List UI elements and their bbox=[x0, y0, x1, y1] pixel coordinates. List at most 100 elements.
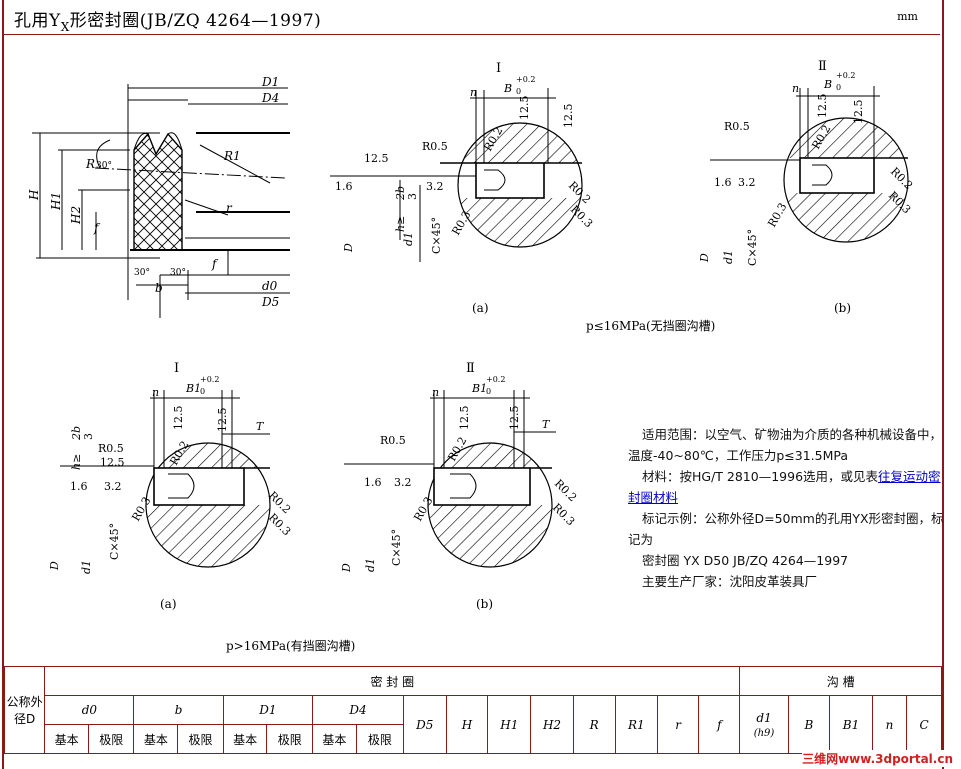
label-rough125-c2: 12.5 bbox=[172, 406, 185, 431]
label-tol0-a: 0 bbox=[516, 87, 521, 96]
title-subscript: X bbox=[60, 20, 70, 34]
col-d1: d1 (h9) bbox=[739, 695, 789, 754]
label-f-left: f bbox=[93, 221, 101, 235]
label-f-right: f bbox=[211, 257, 219, 271]
col-b-basic: 基本 bbox=[133, 724, 179, 754]
col-B1: B1 bbox=[829, 695, 873, 754]
label-section-ii-top: Ⅱ bbox=[818, 59, 827, 74]
label-d1-d: d1 bbox=[364, 558, 377, 572]
label-rough125-a3: 12.5 bbox=[562, 104, 575, 129]
label-chamfer-c: C×45° bbox=[108, 523, 121, 560]
info-mark-code: 密封圈 YX D50 JB/ZQ 4264—1997 bbox=[642, 553, 849, 568]
label-angle-top: 30° bbox=[96, 161, 112, 171]
label-r02-d2: R0.2 bbox=[552, 477, 579, 504]
label-D-b: D bbox=[698, 253, 711, 263]
watermark: 三维网www.3dportal.cn bbox=[802, 750, 953, 767]
col-f: f bbox=[698, 695, 741, 754]
label-d1-a: d1 bbox=[402, 232, 415, 246]
label-r05-a: R0.5 bbox=[422, 140, 448, 153]
label-n-b: n bbox=[792, 82, 799, 95]
label-R: R bbox=[85, 157, 95, 171]
info-material-text: 材料：按HG/T 2810—1996选用，或见表 bbox=[642, 469, 879, 484]
label-r02-b2: R0.2 bbox=[888, 165, 915, 192]
label-tol-a: +0.2 bbox=[516, 75, 535, 84]
info-material: 材料：按HG/T 2810—1996选用，或见表往复运动密封圈材料 bbox=[628, 466, 946, 508]
col-d0-basic: 基本 bbox=[44, 724, 89, 754]
label-rough16-b: 1.6 bbox=[714, 176, 732, 189]
label-tol-d: +0.2 bbox=[486, 375, 505, 384]
seal-main-labels: D1 D4 d0 D5 H H1 H2 R R1 r f f b 30° 30°… bbox=[27, 75, 279, 309]
label-2b-c: 2b bbox=[70, 426, 83, 441]
label-d1-c: d1 bbox=[80, 560, 93, 574]
label-rough32-a: 3.2 bbox=[426, 180, 444, 193]
label-angle-bl: 30° bbox=[134, 268, 150, 278]
col-H2: H2 bbox=[530, 695, 574, 754]
col-D4: D4 bbox=[311, 695, 405, 725]
label-tol-b: +0.2 bbox=[836, 71, 855, 80]
label-r03-d: R0.3 bbox=[550, 501, 577, 528]
label-angle-br: 30° bbox=[170, 268, 186, 278]
label-section-i-bottom: Ⅰ bbox=[174, 361, 179, 376]
label-rough125-a: 12.5 bbox=[364, 152, 389, 165]
label-b: b bbox=[155, 281, 163, 295]
label-tol0-c: 0 bbox=[200, 387, 205, 396]
label-B1-c: B1 bbox=[185, 382, 201, 395]
label-3-c: 3 bbox=[82, 433, 95, 440]
col-R: R bbox=[572, 695, 616, 754]
label-chamfer-d: C×45° bbox=[390, 529, 403, 566]
label-rough125-b: 12.5 bbox=[816, 94, 829, 119]
label-section-i-top: Ⅰ bbox=[496, 61, 501, 76]
material-table-link[interactable]: 往复运动密封圈材料 bbox=[628, 469, 941, 505]
label-rough125-d: 12.5 bbox=[458, 406, 471, 431]
detail-top-a-labels: Ⅰ n B +0.2 0 R0.5 R0.2 R0.2 R0.3 R0.3 12… bbox=[335, 61, 595, 315]
label-R1: R1 bbox=[223, 149, 241, 163]
label-rough32-c: 3.2 bbox=[104, 480, 122, 493]
label-B1-d: B1 bbox=[471, 382, 487, 395]
col-D4-basic: 基本 bbox=[311, 724, 357, 754]
label-r05-d: R0.5 bbox=[380, 434, 406, 447]
label-rough125-c: 12.5 bbox=[100, 456, 125, 469]
caption-high-pressure: p>16MPa(有挡圈沟槽) bbox=[226, 639, 355, 653]
technical-drawing: D1 D4 d0 D5 H H1 H2 R R1 r f f b 30° 30°… bbox=[27, 59, 915, 653]
col-D5: D5 bbox=[403, 695, 447, 754]
label-B-b: B bbox=[823, 78, 832, 91]
col-b: b bbox=[133, 695, 224, 725]
title-main: 孔用Y bbox=[14, 11, 61, 31]
label-rough125-c3: 12.5 bbox=[216, 408, 229, 433]
label-3-a: 3 bbox=[406, 193, 419, 200]
label-b-top: (b) bbox=[834, 301, 851, 315]
label-r05-c: R0.5 bbox=[98, 442, 124, 455]
group-seal: 密 封 圈 bbox=[44, 666, 741, 696]
col-C: C bbox=[906, 695, 942, 754]
col-d1-tol: (h9) bbox=[753, 727, 775, 739]
label-D1: D1 bbox=[261, 75, 279, 89]
label-T-c: T bbox=[256, 420, 265, 433]
label-n-a: n bbox=[470, 86, 477, 99]
label-r05-b: R0.5 bbox=[724, 120, 750, 133]
label-n-c: n bbox=[152, 386, 159, 399]
detail-bottom-a bbox=[60, 390, 271, 568]
info-marking: 标记示例：公称外径D=50mm的孔用YX形密封圈，标记为 bbox=[628, 511, 944, 547]
col-D1-limit: 极限 bbox=[266, 724, 313, 754]
title-bar: 孔用YX形密封圈(JB/ZQ 4264—1997) mm bbox=[4, 0, 940, 35]
label-r03-b2: R0.3 bbox=[765, 201, 789, 230]
info-panel: 适用范围：以空气、矿物油为介质的各种机械设备中，温度-40~80℃，工作压力p≤… bbox=[628, 424, 946, 592]
col-H: H bbox=[445, 695, 489, 754]
label-B-a: B bbox=[503, 82, 512, 95]
col-d1-label: d1 bbox=[756, 710, 772, 725]
label-r: r bbox=[226, 201, 233, 215]
col-D1-basic: 基本 bbox=[222, 724, 268, 754]
col-D4-limit: 极限 bbox=[355, 724, 405, 754]
label-rough125-a2: 12.5 bbox=[518, 96, 531, 121]
label-h-a: h≥ bbox=[394, 216, 407, 232]
col-H1: H1 bbox=[487, 695, 532, 754]
group-groove: 沟 槽 bbox=[739, 666, 942, 696]
label-rough16-a: 1.6 bbox=[335, 180, 353, 193]
col-d0-limit: 极限 bbox=[87, 724, 135, 754]
label-rough16-c: 1.6 bbox=[70, 480, 88, 493]
label-2b-a: 2b bbox=[394, 186, 407, 201]
label-a-bottom: (a) bbox=[160, 597, 177, 611]
label-D-c: D bbox=[48, 561, 61, 571]
label-b-bottom: (b) bbox=[476, 597, 493, 611]
